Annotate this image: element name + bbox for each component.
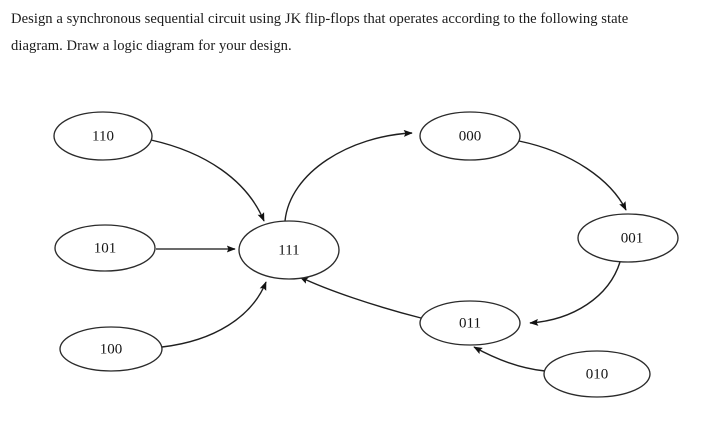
state-node-001-label: 001 [621,230,644,246]
edge-000-to-001 [518,140,627,211]
state-node-111[interactable]: 111 [238,220,340,280]
state-node-111-ellipse [238,220,340,280]
state-node-010[interactable]: 010 [543,350,651,398]
state-node-101-ellipse [54,224,156,272]
state-node-000-ellipse [419,111,521,161]
state-node-000[interactable]: 000 [419,111,521,161]
state-node-010-ellipse [543,350,651,398]
state-node-001-ellipse [577,213,679,263]
edge-010-to-011 [473,346,546,372]
question-line-2: diagram. Draw a logic diagram for your d… [11,38,292,54]
state-node-011[interactable]: 011 [419,300,521,346]
state-node-000-label: 000 [459,128,482,144]
edge-100-to-111 [161,281,267,348]
state-node-100-label: 100 [100,341,123,357]
state-node-010-label: 010 [586,366,609,382]
state-node-001[interactable]: 001 [577,213,679,263]
state-node-100[interactable]: 100 [59,326,163,372]
state-node-111-label: 111 [278,242,299,258]
state-node-101-label: 101 [94,240,117,256]
state-node-110-label: 110 [92,128,114,144]
edge-001-to-011 [529,261,621,326]
edge-011-to-111 [299,276,422,319]
edge-110-to-111 [150,139,265,222]
state-node-110-ellipse [53,111,153,161]
state-node-101[interactable]: 101 [54,224,156,272]
state-node-110[interactable]: 110 [53,111,153,161]
question-line-1: Design a synchronous sequential circuit … [11,11,629,27]
state-node-011-label: 011 [459,315,481,331]
edge-111-to-000 [284,129,413,222]
question-prompt: Design a synchronous sequential circuit … [11,6,695,60]
state-node-100-ellipse [59,326,163,372]
state-node-011-ellipse [419,300,521,346]
